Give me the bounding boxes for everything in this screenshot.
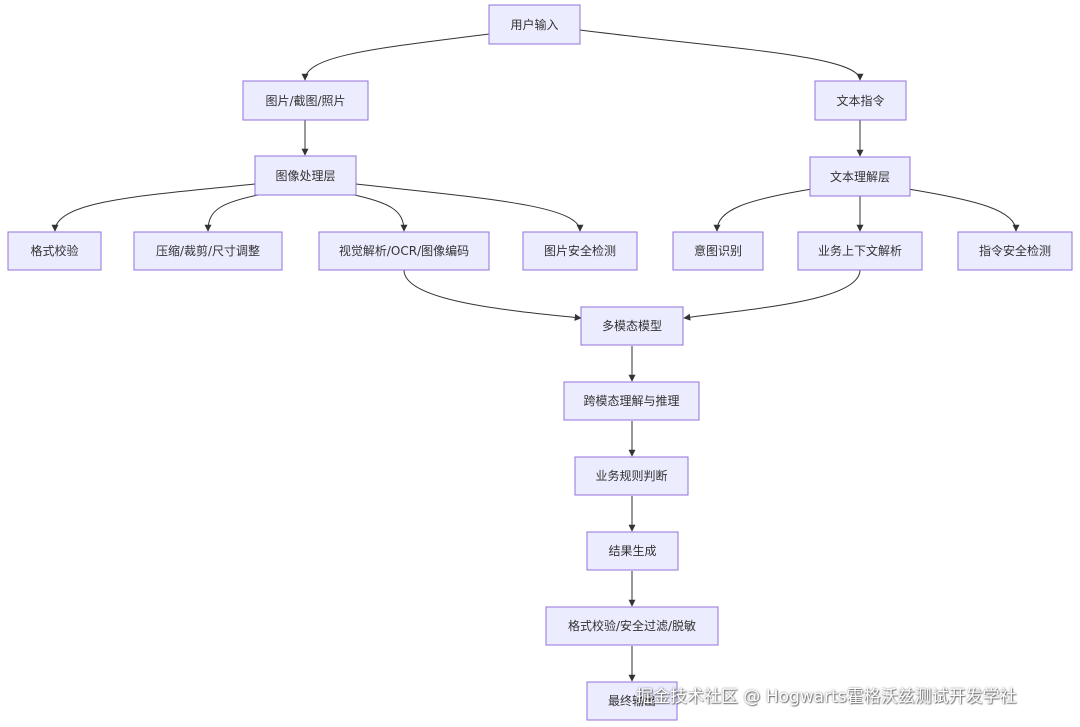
node-final: 最终输出	[586, 681, 678, 721]
node-format-check: 格式校验	[7, 231, 102, 271]
edge-image-layer-to-image-safety	[355, 183, 584, 232]
edges	[51, 29, 1020, 682]
node-rules-label: 业务规则判断	[595, 468, 667, 483]
node-cmd-safety-label: 指令安全检测	[979, 243, 1051, 258]
node-result-label: 结果生成	[608, 544, 656, 558]
node-multimodal-label: 多模态模型	[602, 319, 662, 333]
node-reasoning: 跨模态理解与推理	[563, 381, 700, 421]
node-final-label: 最终输出	[608, 693, 656, 708]
node-intent-label: 意图识别	[694, 243, 742, 258]
node-compress-label: 压缩/裁剪/尺寸调整	[156, 243, 260, 258]
node-post-check: 格式校验/安全过滤/脱敏	[545, 606, 719, 646]
node-image-layer: 图像处理层	[254, 155, 357, 196]
edge-text-layer-to-cmd-safety	[907, 188, 1020, 232]
edge-image-layer-to-compress	[204, 192, 269, 232]
node-user-input: 用户输入	[488, 4, 581, 45]
node-multimodal: 多模态模型	[580, 306, 684, 346]
edge-vision-to-multimodal	[403, 269, 582, 321]
node-text-command: 文本指令	[814, 80, 907, 121]
node-text-layer: 文本理解层	[809, 156, 911, 197]
node-context-label: 业务上下文解析	[818, 243, 902, 258]
node-image-layer-label: 图像处理层	[275, 169, 335, 183]
node-context: 业务上下文解析	[797, 231, 923, 271]
watermark: 掘金技术社区 @ Hogwarts霍格沃兹测试开发学社	[636, 687, 1017, 707]
node-text-layer-label: 文本理解层	[830, 169, 890, 184]
node-text-command-label: 文本指令	[836, 93, 884, 108]
node-image-safety-label: 图片安全检测	[544, 243, 616, 258]
edge-text-layer-to-intent	[713, 188, 813, 232]
node-result: 结果生成	[586, 531, 679, 571]
node-user-input-label: 用户输入	[510, 17, 558, 32]
edge-image-layer-to-vision	[344, 192, 408, 232]
edge-user-input-to-text-command	[579, 29, 864, 81]
edge-image-layer-to-format-check	[51, 183, 256, 232]
node-post-check-label: 格式校验/安全过滤/脱敏	[568, 618, 696, 633]
node-vision: 视觉解析/OCR/图像编码	[318, 231, 490, 271]
node-format-check-label: 格式校验	[30, 243, 78, 258]
node-compress: 压缩/裁剪/尺寸调整	[133, 231, 283, 271]
node-image-safety: 图片安全检测	[522, 231, 638, 271]
node-intent: 意图识别	[672, 231, 764, 271]
node-image-input: 图片/截图/照片	[242, 80, 369, 121]
node-rules: 业务规则判断	[574, 456, 689, 496]
edge-context-to-multimodal	[683, 269, 861, 321]
node-reasoning-label: 跨模态理解与推理	[583, 394, 679, 408]
node-vision-label: 视觉解析/OCR/图像编码	[339, 243, 469, 258]
node-cmd-safety: 指令安全检测	[957, 231, 1073, 271]
edge-user-input-to-image-input	[301, 33, 490, 81]
node-image-input-label: 图片/截图/照片	[265, 94, 345, 108]
